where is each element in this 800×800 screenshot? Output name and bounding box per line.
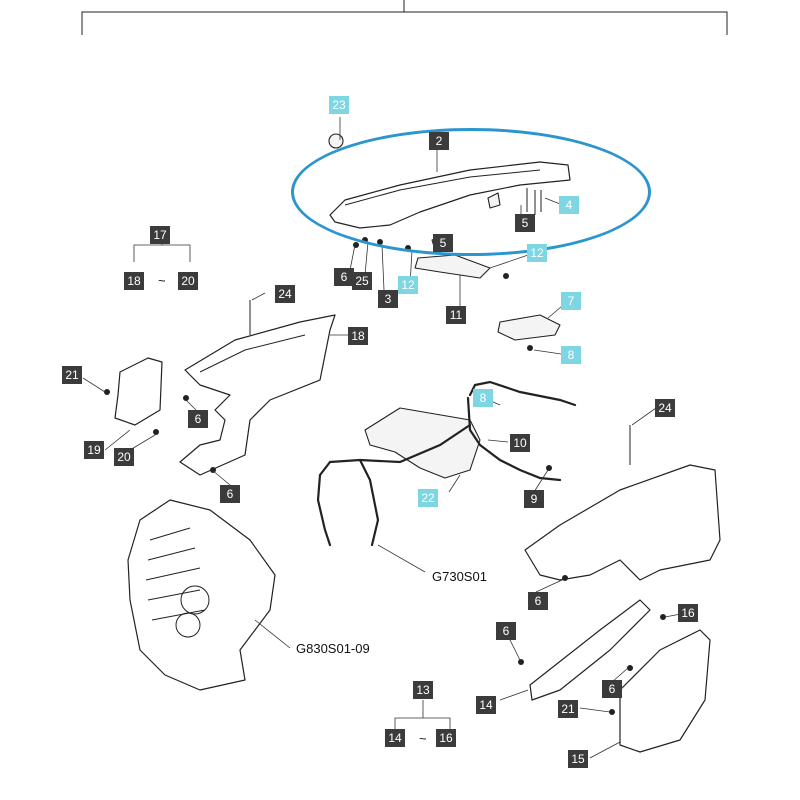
wire-harness-mid	[328, 423, 472, 464]
highlight-ellipse	[291, 128, 651, 256]
callout-5-right: 5	[515, 214, 535, 232]
left-side-panel	[179, 314, 336, 476]
callout-6-fender: 6	[528, 592, 548, 610]
callout-12-left: 12	[398, 276, 418, 294]
right-fender-part	[524, 464, 721, 581]
wire-harness-left	[316, 460, 332, 547]
wire-harness-top	[468, 380, 577, 407]
callout-8-right: 8	[561, 346, 581, 364]
left-cover-part	[114, 357, 163, 426]
callout-23: 23	[329, 96, 349, 114]
callout-6-panel14: 6	[496, 622, 516, 640]
callout-9: 9	[524, 490, 544, 508]
callout-15: 15	[568, 750, 588, 768]
callout-6-lower: 6	[220, 485, 240, 503]
callout-6-top: 6	[334, 268, 354, 286]
callout-24-left: 24	[275, 285, 295, 303]
callout-6-panel: 6	[188, 410, 208, 428]
lower-panel-15	[619, 629, 711, 753]
callout-12-right: 12	[527, 244, 547, 262]
wire-harness-right	[466, 396, 562, 482]
callout-5-left: 5	[433, 234, 453, 252]
callout-10: 10	[510, 434, 530, 452]
callout-17: 17	[150, 226, 170, 244]
frame-bracket	[81, 11, 728, 35]
callout-18: 18	[348, 327, 368, 345]
callout-20-group: 20	[178, 272, 198, 290]
callout-18-group: 18	[124, 272, 144, 290]
callout-3: 3	[378, 290, 398, 308]
callout-21-left: 21	[62, 366, 82, 384]
callout-24-right: 24	[655, 399, 675, 417]
callout-21-right: 21	[558, 700, 578, 718]
callout-8-mid: 8	[473, 389, 493, 407]
group-separator-17: ~	[158, 273, 166, 288]
wire-harness-branch	[358, 458, 380, 547]
callout-14: 14	[476, 696, 496, 714]
lower-panel-14	[529, 599, 651, 701]
callout-13: 13	[413, 681, 433, 699]
callout-7: 7	[561, 292, 581, 310]
bracket-part-7	[497, 314, 561, 341]
callout-20: 20	[114, 448, 134, 466]
callout-16: 16	[678, 604, 698, 622]
callout-4: 4	[559, 196, 579, 214]
callout-14-group: 14	[385, 729, 405, 747]
reference-front-grille: G830S01-09	[296, 641, 370, 656]
hood-hinge-part	[414, 254, 491, 279]
cover-box-part	[364, 407, 481, 479]
callout-6-panel15: 6	[602, 680, 622, 698]
reference-wiring: G730S01	[432, 569, 487, 584]
callout-11: 11	[446, 306, 466, 324]
group-separator-13: ~	[419, 731, 427, 746]
callout-16-group: 16	[436, 729, 456, 747]
callout-19: 19	[84, 441, 104, 459]
callout-22: 22	[418, 489, 438, 507]
callout-2: 2	[429, 132, 449, 150]
callout-25: 25	[352, 272, 372, 290]
front-grille-assembly	[127, 499, 276, 691]
